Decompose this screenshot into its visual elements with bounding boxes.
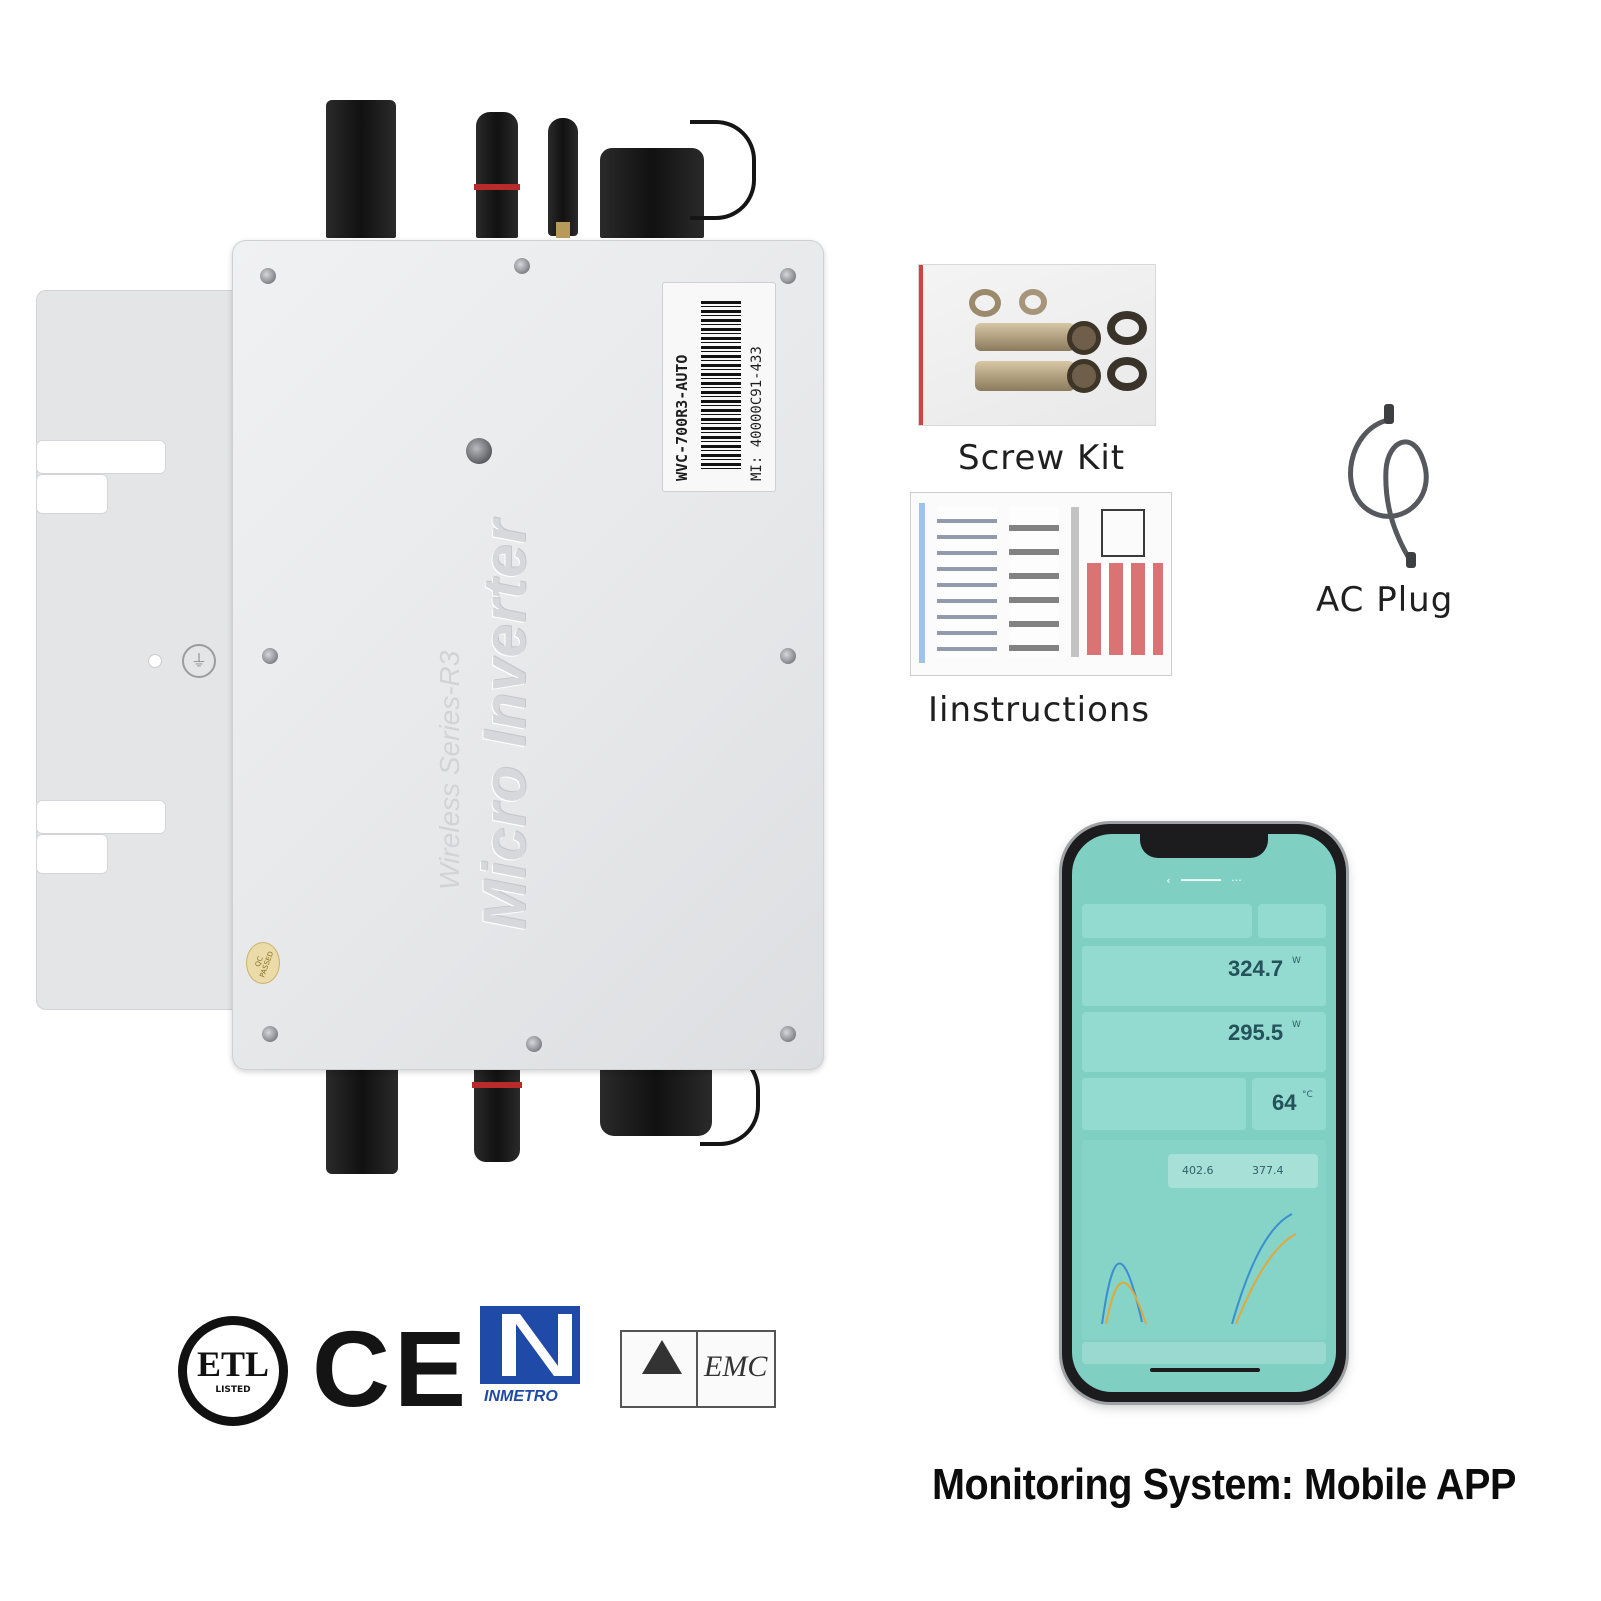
app-card-temperature [1252,1078,1326,1130]
ac-plug-cable-icon [1348,404,1429,568]
mounting-bracket [36,290,256,1010]
screw-icon [526,1036,542,1052]
temperature-reading: 64 [1272,1090,1297,1115]
barcode-icon [701,301,741,471]
inmetro-mark-icon [480,1306,580,1384]
inmetro-logo [480,1306,580,1384]
inmetro-logo-text: INMETRO [484,1388,558,1405]
monitoring-headline: Monitoring System: Mobile APP [932,1460,1516,1509]
screw-kit-caption: Screw Kit [958,438,1126,478]
temperature-unit: °C [1302,1090,1313,1100]
ground-symbol-icon: ⏚ [182,644,216,678]
screw-icon [780,1026,796,1042]
product-name-emboss: Micro Inverter [471,519,538,930]
ac-power-reading: 295.5 [1228,1020,1284,1045]
app-title-bar: ‹ ━━━━━━ ··· [1166,874,1242,887]
app-card-ac-output [1082,1012,1326,1072]
app-chart-tooltip [1168,1154,1318,1188]
phone-notch [1140,830,1268,858]
manual-column [937,507,997,657]
etl-listed-logo: ETL LISTED [178,1316,288,1426]
serial-number-label: MI: 40000C91-433 [749,346,765,481]
connector-red-ring [472,1082,522,1088]
screw-icon [260,268,276,284]
tuv-triangle-icon [642,1340,682,1374]
chart-tooltip-value-1: 402.6 [1182,1164,1214,1177]
instructions-caption: Iinstructions [928,690,1151,730]
dc-connector-top-left [326,100,396,238]
bolt-icon [975,361,1075,391]
app-card-pv-input [1082,946,1326,1006]
qc-stamp-text: QC PASSED [253,950,276,979]
washer-icon [969,289,1001,317]
app-bottom-nav[interactable] [1082,1342,1326,1364]
dc-connector-top-middle [476,112,518,238]
manual-column [919,503,925,663]
qc-passed-stamp-icon: QC PASSED [246,942,280,984]
nut-icon [1067,359,1101,393]
power-curve-chart [1101,1213,1297,1325]
manual-column [1101,509,1145,557]
bracket-slot [36,474,108,514]
app-card-status-side [1258,904,1326,938]
ac-port-top [600,148,704,238]
manual-column [1009,507,1059,657]
bracket-slot [36,440,166,474]
home-indicator [1150,1368,1260,1372]
app-card-energy [1082,1078,1246,1130]
pv-power-unit: W [1292,956,1301,966]
chart-tooltip-value-2: 377.4 [1252,1164,1284,1177]
bracket-mount-hole [148,654,162,668]
series-name-emboss: Wireless Series-R3 [434,650,465,890]
wifi-antenna [548,118,578,236]
screw-icon [262,648,278,664]
zip-seal [919,265,923,425]
ac-port-cap-strap-top [690,120,756,220]
serial-label-sticker: WVC-700R3-AUTO MI: 40000C91-433 [662,282,776,492]
washer-icon [1107,311,1147,345]
model-number-label: WVC-700R3-AUTO [673,354,691,481]
etl-logo-text: ETL [196,1344,270,1384]
ce-mark-logo: CE [312,1308,471,1429]
manual-column [1087,563,1163,655]
ac-power-unit: W [1292,1020,1301,1030]
screw-icon [514,258,530,274]
screw-icon [262,1026,278,1042]
screw-icon [780,268,796,284]
etl-logo-subtext: LISTED [215,1385,251,1395]
bolt-icon [975,323,1075,351]
connector-red-ring [474,184,520,190]
pv-power-reading: 324.7 [1228,956,1284,981]
status-led-icon [466,438,492,464]
bracket-slot [36,800,166,834]
monitoring-app-screen: ‹ ━━━━━━ ··· 324.7 W 295.5 W 64 °C 402.6… [1072,834,1336,1392]
antenna-base [556,222,570,238]
screw-kit-bag-icon [918,264,1156,426]
nut-icon [1067,321,1101,355]
washer-icon [1019,289,1047,315]
emc-safety-logo: EMC [620,1330,776,1408]
screw-icon [780,648,796,664]
app-card-status [1082,904,1252,938]
instruction-sheet-icon [910,492,1172,676]
manual-column [1071,507,1079,657]
emc-logo-text: EMC [704,1350,768,1383]
bracket-slot [36,834,108,874]
washer-icon [1107,357,1147,391]
cert-divider [696,1332,698,1406]
ac-plug-caption: AC Plug [1316,580,1454,620]
